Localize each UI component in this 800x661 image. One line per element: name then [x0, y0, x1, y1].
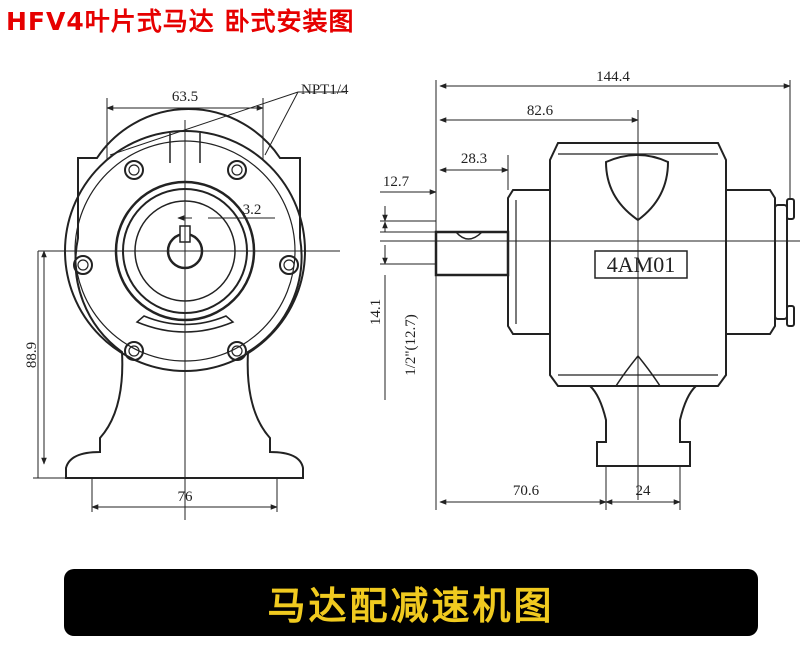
dim-overall: 144.4	[596, 69, 630, 85]
model-label: 4AM01	[607, 252, 675, 277]
side-main-body	[549, 142, 727, 387]
banner-text: 马达配减速机图	[267, 584, 555, 628]
page-title: HFV4叶片式马达 卧式安装图	[6, 7, 355, 36]
front-bolt-holes	[73, 160, 299, 361]
dim-base-width: 76	[178, 489, 194, 505]
side-shaft	[434, 230, 510, 277]
dim-shaft-height: 14.1	[368, 299, 384, 325]
dim-port: NPT1/4	[301, 82, 349, 98]
front-dimension-lines	[33, 91, 345, 512]
side-right-cap	[726, 189, 776, 335]
side-left-boss	[507, 189, 550, 335]
dim-top-width: 63.5	[172, 89, 198, 105]
dim-foot-width: 24	[636, 483, 652, 499]
side-foot	[589, 385, 697, 467]
dim-height: 88.9	[24, 342, 40, 368]
dim-base-to-center: 70.6	[513, 483, 540, 499]
front-housing-outline	[65, 108, 304, 479]
model-label-box	[594, 250, 688, 279]
side-view	[434, 142, 795, 467]
dim-shaft-length: 28.3	[461, 151, 487, 167]
side-port-recess	[604, 154, 670, 222]
dim-shaft-dia: 1/2"(12.7)	[403, 314, 419, 376]
side-dimension-lines	[380, 80, 791, 510]
side-centerlines	[380, 110, 800, 500]
front-centerlines	[38, 120, 340, 520]
gear-reducer-banner: 马达配减速机图	[64, 569, 758, 636]
dim-shaft-offset: 12.7	[383, 174, 410, 190]
dim-key-width: 3.2	[243, 202, 262, 218]
dim-to-center: 82.6	[527, 103, 554, 119]
